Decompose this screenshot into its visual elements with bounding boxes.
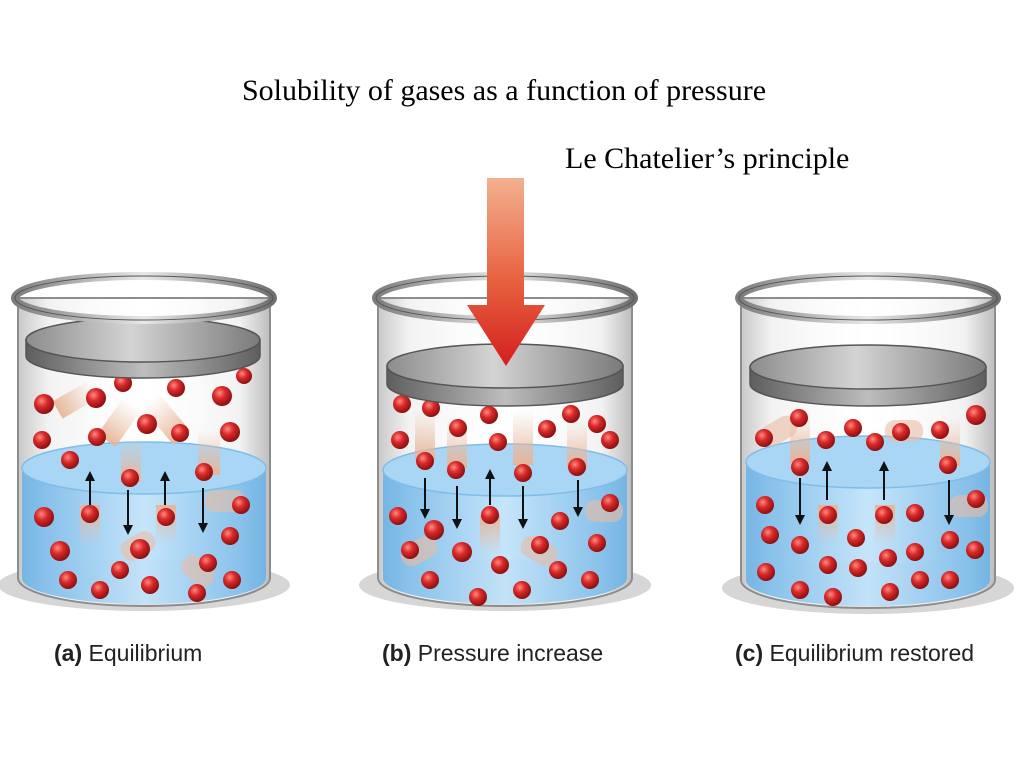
caption-label: Pressure increase [417, 640, 604, 666]
dissolved-molecules [389, 494, 619, 606]
exchange-arrows [420, 469, 583, 529]
gas-molecules-above [33, 368, 252, 487]
beaker-a [0, 272, 290, 611]
exchange-arrows [795, 461, 954, 525]
caption-label: Equilibrium restored [769, 640, 975, 666]
pressure-arrow-icon [467, 178, 545, 366]
dissolved-molecules [34, 496, 250, 602]
page-title: Solubility of gases as a function of pre… [241, 74, 767, 107]
caption-a: (a) Equilibrium [54, 640, 202, 667]
caption-c: (c) Equilibrium restored [735, 640, 974, 667]
caption-letter: (b) [382, 640, 412, 666]
dissolved-molecules [756, 490, 985, 606]
exchange-arrows [85, 471, 208, 535]
piston-icon [25, 317, 261, 379]
caption-letter: (c) [735, 640, 764, 666]
beaker-b [359, 178, 651, 611]
gas-molecules-above [755, 405, 986, 476]
piston-icon [386, 343, 624, 407]
water-surface [21, 441, 267, 495]
page-subtitle: Le Chatelier’s principle [565, 142, 850, 175]
beaker-c [722, 272, 1014, 614]
caption-letter: (a) [54, 640, 83, 666]
caption-label: Equilibrium [88, 640, 203, 666]
gas-molecules-above [391, 395, 619, 482]
piston-icon [749, 344, 987, 407]
caption-b: (b) Pressure increase [382, 640, 603, 667]
